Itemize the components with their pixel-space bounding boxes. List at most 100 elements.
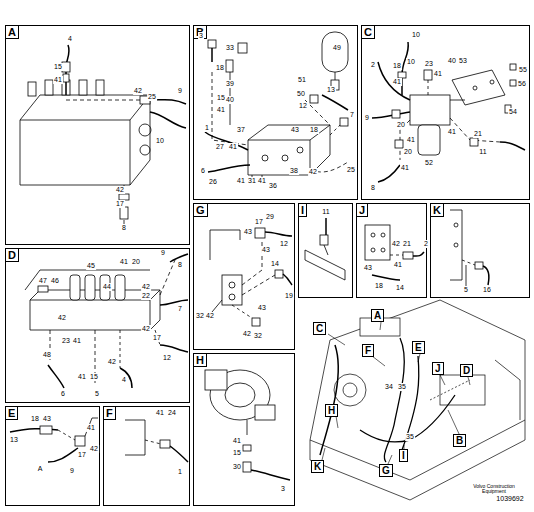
- callout-number: 32: [195, 312, 205, 320]
- callout-number: 37: [236, 126, 246, 134]
- view-marker: C: [313, 322, 326, 335]
- view-letter: D: [461, 365, 472, 376]
- callout-number: 47: [38, 277, 48, 285]
- callout-number: 41: [72, 337, 82, 345]
- callout-number: 31: [247, 177, 257, 185]
- view-panel: K: [430, 203, 530, 298]
- callout-number: A: [37, 465, 44, 473]
- view-marker: A: [371, 309, 384, 322]
- callout-number: 18: [392, 62, 402, 70]
- callout-number: 41: [53, 76, 63, 84]
- callout-number: 41: [393, 261, 403, 269]
- view-panel: J: [356, 203, 427, 298]
- view-panel: A: [5, 25, 190, 245]
- callout-number: 20: [403, 148, 413, 156]
- callout-number: 23: [424, 60, 434, 68]
- callout-number: 42: [141, 325, 151, 333]
- callout-number: 17: [115, 200, 125, 208]
- callout-number: 18: [215, 64, 225, 72]
- callout-number: 17: [254, 218, 264, 226]
- view-letter: H: [194, 354, 207, 367]
- callout-number: 41: [406, 136, 416, 144]
- callout-number: 20: [396, 121, 406, 129]
- callout-number: 49: [332, 44, 342, 52]
- callout-number: 53: [458, 57, 468, 65]
- callout-number: 18: [309, 126, 319, 134]
- callout-number: 9: [160, 249, 166, 257]
- callout-number: 55: [518, 66, 528, 74]
- callout-number: 8: [121, 224, 127, 232]
- callout-number: 20: [131, 258, 141, 266]
- callout-number: 10: [155, 137, 165, 145]
- callout-number: 45: [86, 262, 96, 270]
- callout-number: 15: [232, 449, 242, 457]
- callout-number: 19: [284, 292, 294, 300]
- callout-number: 41: [155, 409, 165, 417]
- callout-number: 56: [517, 80, 527, 88]
- view-panel: I: [298, 203, 353, 298]
- view-letter: K: [312, 461, 323, 472]
- callout-number: 5: [94, 390, 100, 398]
- callout-number: 40: [225, 96, 235, 104]
- callout-number: 41: [433, 70, 443, 78]
- view-letter: G: [194, 204, 208, 217]
- view-marker: K: [311, 460, 324, 473]
- callout-number: 43: [290, 126, 300, 134]
- callout-number: 42: [308, 168, 318, 176]
- view-letter: F: [104, 407, 116, 420]
- callout-number: 41: [447, 128, 457, 136]
- callout-number: 13: [9, 436, 19, 444]
- callout-number: 25: [147, 93, 157, 101]
- callout-number: 42: [391, 240, 401, 248]
- callout-number: 1: [204, 124, 210, 132]
- callout-number: 41: [392, 78, 402, 86]
- view-panel: G: [193, 203, 295, 350]
- callout-number: 41: [228, 143, 238, 151]
- callout-number: 44: [102, 283, 112, 291]
- view-letter: D: [6, 249, 19, 262]
- callout-number: 9: [69, 467, 75, 475]
- callout-number: 40: [447, 57, 457, 65]
- callout-number: 10: [406, 58, 416, 66]
- callout-number: 38: [289, 167, 299, 175]
- callout-number: 12: [298, 102, 308, 110]
- callout-number: 10: [411, 31, 421, 39]
- callout-number: 2: [423, 240, 429, 248]
- callout-number: 25: [346, 166, 356, 174]
- view-letter: G: [380, 465, 392, 476]
- view-letter: C: [362, 26, 375, 39]
- view-marker: J: [432, 362, 444, 375]
- callout-number: 9: [364, 114, 370, 122]
- callout-number: 41: [232, 437, 242, 445]
- callout-number: 41: [400, 164, 410, 172]
- view-letter: A: [372, 310, 383, 321]
- callout-number: 11: [478, 148, 487, 156]
- callout-number: 21: [402, 240, 412, 248]
- callout-number: 2: [370, 61, 376, 69]
- view-letter: E: [413, 342, 424, 353]
- callout-number: 9: [177, 87, 183, 95]
- callout-number: 42: [107, 358, 117, 366]
- view-letter: H: [326, 405, 337, 416]
- callout-number: 23: [61, 337, 71, 345]
- callout-number: 42: [242, 330, 252, 338]
- view-marker: D: [460, 364, 473, 377]
- callout-number: 6: [60, 390, 66, 398]
- callout-number: 26: [208, 178, 218, 186]
- callout-number: 43: [257, 304, 267, 312]
- view-panel: H: [193, 353, 295, 506]
- callout-number: 14: [395, 284, 405, 292]
- view-letter: A: [6, 26, 19, 39]
- callout-number: 32: [253, 332, 263, 340]
- callout-number: 12: [279, 240, 289, 248]
- callout-number: 15: [53, 63, 63, 71]
- callout-number: 46: [50, 277, 60, 285]
- callout-number: 50: [296, 90, 306, 98]
- view-letter: K: [431, 204, 444, 217]
- publisher-note: Volvo Construction Equipment: [468, 484, 520, 494]
- callout-number: 42: [115, 186, 125, 194]
- callout-number: 29: [265, 213, 275, 221]
- callout-number: 36: [268, 182, 278, 190]
- callout-number: 34: [384, 383, 394, 391]
- callout-number: 1039692: [495, 495, 524, 503]
